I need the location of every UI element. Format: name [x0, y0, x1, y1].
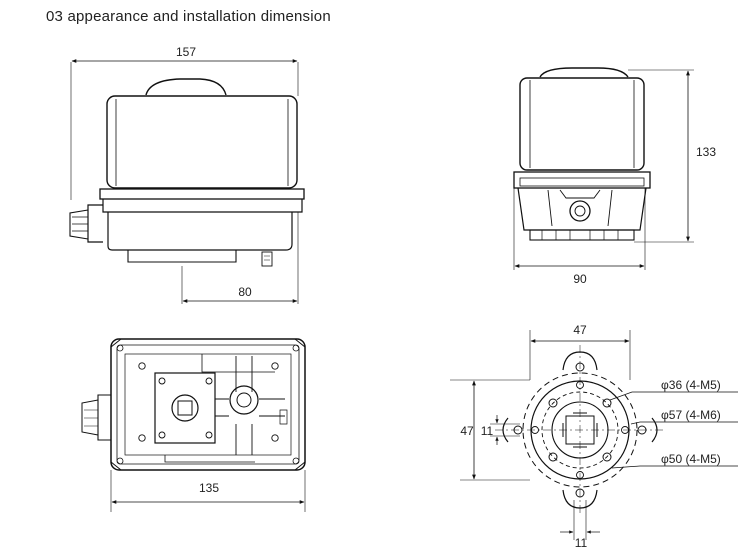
page-title: 03 appearance and installation dimension — [46, 8, 331, 25]
dim-47-top-label: 47 — [573, 323, 587, 337]
dim-11-bottom-label: 11 — [575, 536, 588, 550]
dim-front-depth — [181, 212, 299, 304]
dim-157-label: 157 — [176, 45, 196, 59]
callout-pcd57: φ57 (4-M6) — [661, 408, 721, 422]
dim-flange-height — [450, 379, 530, 481]
dim-80-label: 80 — [238, 285, 252, 299]
callout-pcd36: φ36 (4-M5) — [661, 378, 721, 392]
dim-47-left-label: 47 — [460, 424, 474, 438]
bottom-view — [81, 338, 306, 471]
dim-133-label: 133 — [696, 145, 716, 159]
dim-11-left-label: 11 — [481, 424, 494, 438]
flange-view — [495, 345, 665, 515]
dim-bottom-width — [110, 470, 306, 512]
callout-leaders — [609, 391, 738, 469]
dim-flange-width — [529, 330, 631, 380]
dim-square-bottom — [560, 500, 600, 540]
side-view — [513, 67, 651, 241]
dim-135-label: 135 — [199, 481, 219, 495]
callout-pcd50: φ50 (4-M5) — [661, 452, 721, 466]
dim-side-height — [628, 69, 694, 243]
dim-side-width — [513, 188, 646, 270]
dim-front-width — [70, 59, 299, 200]
dim-90-label: 90 — [573, 272, 587, 286]
front-view — [69, 78, 305, 267]
